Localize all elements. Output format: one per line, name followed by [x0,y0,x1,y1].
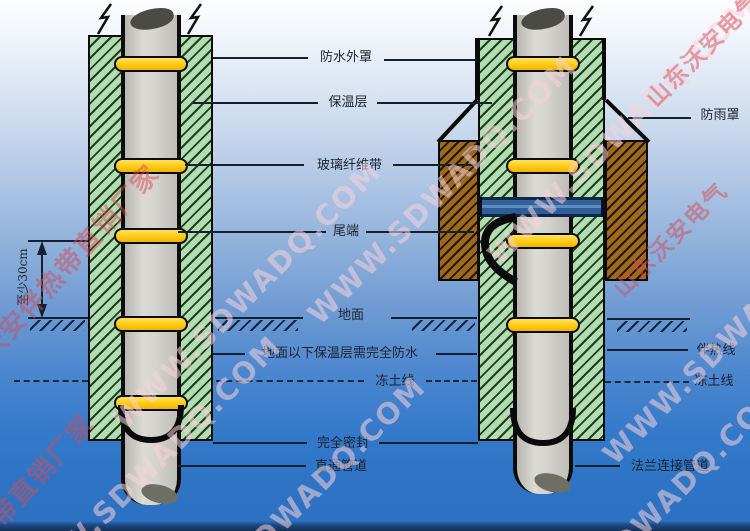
right-seal-arc [510,407,576,447]
min-height-label: 至少30cm [16,248,30,306]
left-pipe [121,15,181,505]
tail-end-label: 尾端 [332,224,359,239]
ground-hatch [218,320,298,331]
right-tape-band [506,158,580,174]
dimension-tick [28,240,88,242]
ground-hatch [617,321,687,332]
ground-hatch [412,320,475,331]
leader-line [607,349,688,351]
leader-line [213,353,245,355]
right-tape-band [506,233,580,249]
below-ground-waterproof-label: 地面以下保温层需完全防水 [261,346,418,361]
frost-line-label: 冻土线 [375,374,415,389]
left-tape-band [114,395,188,411]
heat-trace-cable-loop [480,213,518,286]
ground-label: 地面 [337,308,364,323]
leader-line [628,117,691,119]
leader-line [436,353,477,355]
flange-pipe-label: 法兰连接管道 [630,459,709,474]
rain-cover-funnel [436,98,651,144]
ground-line [28,317,88,319]
right-tape-band [506,56,580,72]
flange-connection [478,197,605,217]
frost-line [216,380,364,382]
ground-line [215,317,303,319]
leader-line [213,57,308,59]
fully-sealed-label: 完全密封 [316,436,369,451]
heat-trace-label: 伴热线 [696,343,736,358]
right-tape-band [506,317,580,333]
frost-line [426,380,477,382]
leader-line [379,442,478,444]
break-mark-icon [487,5,504,37]
left-tape-band [114,316,188,332]
dimension-arrow [37,241,47,318]
rain-cover-label: 防雨罩 [700,108,740,123]
leader-line [185,164,304,166]
glass-fiber-tape-label: 玻璃纤维带 [316,158,382,173]
break-mark-icon [578,5,595,37]
left-tape-band-tail-end [114,228,188,244]
leader-line [377,102,492,104]
rain-cover-right-box [605,140,648,281]
bottom-edge-bar [0,521,750,531]
leader-line [393,164,478,166]
left-tape-band [114,158,188,174]
leader-line [366,231,474,233]
ground-hatch [30,320,85,331]
frost-line-right-label: 冻土线 [694,374,734,389]
leader-line [213,442,307,444]
left-tape-band [114,56,188,72]
frost-line [605,381,689,383]
straight-pipe-label: 直通管道 [314,459,367,474]
break-mark-icon [96,3,113,35]
leader-line [178,465,306,467]
ground-line [607,318,690,320]
leader-line [384,59,477,61]
break-mark-icon [186,3,203,35]
waterproof-cover-label: 防水外罩 [319,50,372,65]
rain-cover-left-box [438,140,479,281]
insulation-label: 保温层 [328,95,368,110]
leader-line [178,231,326,233]
ground-line [391,317,477,319]
frost-line [14,380,88,382]
leader-line [193,102,318,104]
left-seal-arc [118,404,184,444]
rain-cover-edge [475,38,479,100]
leader-line [575,465,620,467]
rain-cover-edge [602,38,606,100]
right-pipe [513,15,573,494]
